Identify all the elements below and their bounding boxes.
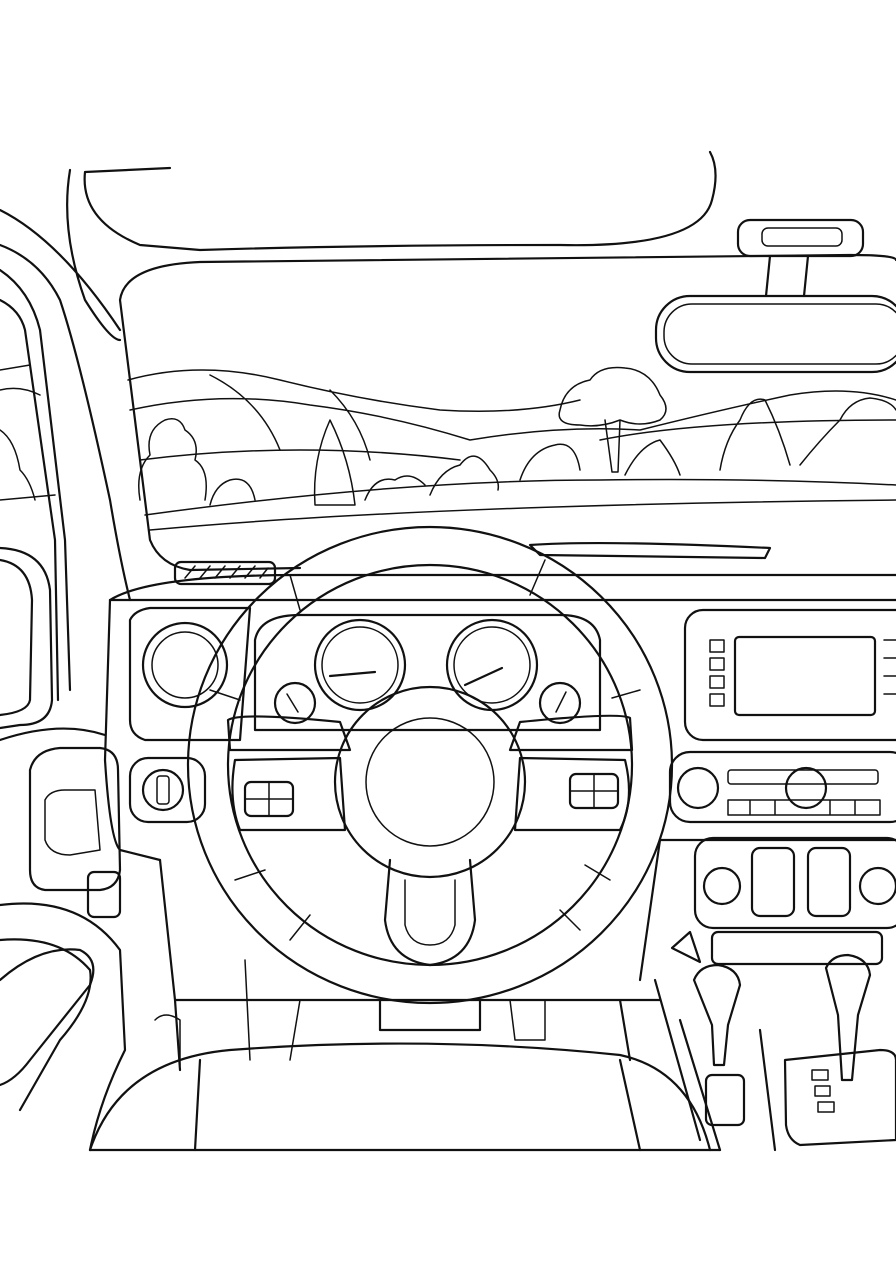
center-vent-right[interactable] [806,846,852,918]
climate-knob-left[interactable] [676,766,720,810]
console-slot [710,930,884,966]
wheel-lower-spoke-inner [404,879,456,946]
trees-bushes [364,439,681,501]
tachometer-face [453,626,531,704]
gear-lever-right[interactable] [824,953,872,1082]
infotainment-side-buttons[interactable] [709,639,896,707]
gear-selector-slots [811,1069,835,1113]
dashboard-body [103,598,896,982]
a-pillar [0,168,132,602]
pedal-area-lines [154,959,546,1066]
light-switch-grip [156,775,170,805]
round-air-vent-inner [151,631,219,699]
center-console-sides [653,978,777,1152]
climate-panel [668,750,896,824]
infotainment-screen[interactable] [733,635,877,717]
temp-gauge [538,681,582,725]
door-frame [0,268,72,702]
mirror-mount-inner [761,227,843,247]
driver-seat [88,1042,712,1152]
mirror-mount [736,218,865,258]
side-mirror[interactable] [0,546,54,730]
window-switch[interactable] [86,870,122,919]
temp-gauge-needle [555,691,567,713]
tachometer [445,618,539,712]
trees-right [719,397,896,471]
speedometer [313,618,407,712]
fuel-gauge-needle [286,693,299,713]
light-switch-panel [128,756,207,824]
fuel-gauge [273,681,317,725]
left-dash-panel [128,606,252,742]
tree-cypress [313,419,356,506]
light-switch-knob[interactable] [141,768,185,812]
windshield [118,253,896,572]
lower-console-panel [693,836,896,930]
gear-selector-plate [783,1048,896,1147]
tree-left [138,418,256,506]
instrument-cluster-hood [253,613,602,732]
wheel-segments [209,559,641,941]
horn-pad[interactable] [365,717,495,847]
left-wheel-button-divider [244,781,294,817]
tachometer-needle [463,666,504,687]
rearview-mirror-glass [663,303,896,365]
gear-lever-left[interactable] [692,963,742,1067]
acacia-tree [558,366,667,473]
gear-base-left [704,1073,746,1127]
door-armrest [0,902,127,1152]
side-window-tree [0,429,36,501]
climate-display [727,769,879,785]
infotainment-bezel [683,608,896,742]
vent-grille [184,565,269,579]
steering-wheel-inner [226,563,634,967]
under-dash [158,858,662,1072]
seat-heat-knob[interactable] [702,866,742,906]
dashboard-top [108,541,896,602]
door-pull-handle[interactable] [0,948,95,1087]
climate-knob-center[interactable] [784,766,828,810]
steering-wheel-hub[interactable] [333,685,527,879]
speedometer-face [321,626,399,704]
steering-wheel-outer[interactable] [186,525,674,1005]
hazard-button[interactable] [670,930,702,964]
road [144,478,896,531]
round-air-vent[interactable] [141,621,229,709]
center-vent-left[interactable] [750,846,796,918]
air-vent-top[interactable] [173,560,277,586]
door-handle[interactable] [44,789,101,856]
right-wheel-button-divider [569,773,619,809]
roof-headliner [83,150,717,252]
wheel-spokes [226,714,634,967]
door-panel [0,727,122,892]
side-window-hills [0,364,56,501]
mirror-stem [764,254,810,298]
rearview-mirror[interactable] [654,294,896,374]
hills [127,369,896,461]
climate-buttons[interactable] [727,799,881,816]
speedometer-needle [328,670,377,678]
console-knob-right[interactable] [858,866,896,906]
